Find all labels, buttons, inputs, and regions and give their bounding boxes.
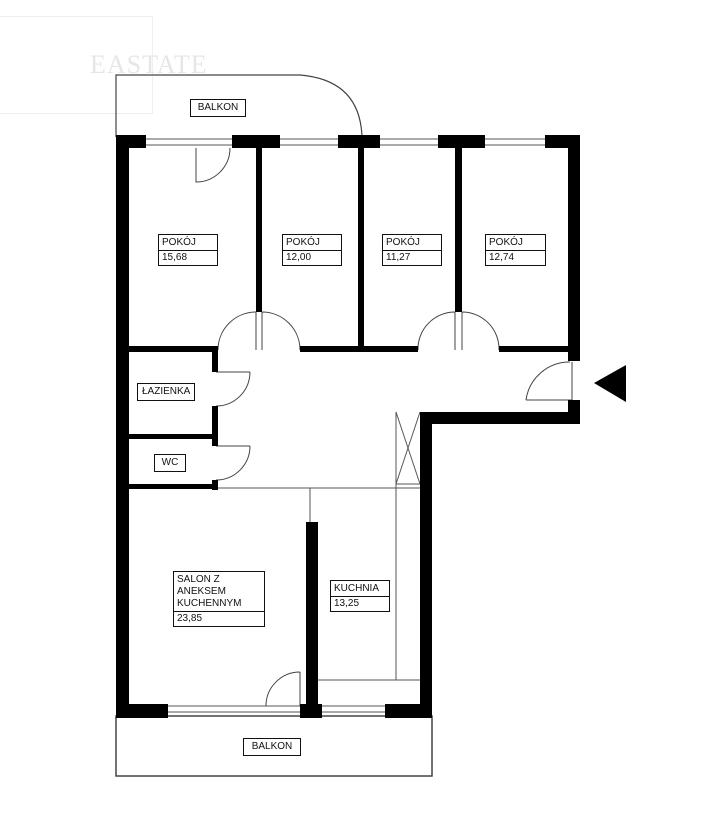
room-area: 15,68 (162, 252, 188, 263)
room-label-lazienka: ŁAZIENKA (137, 383, 196, 401)
top-balcony (115, 74, 363, 138)
room-name: SALON Z ANEKSEM KUCHENNYM (174, 572, 264, 612)
room-label-kuchnia: KUCHNIA 13,25 (330, 580, 390, 612)
room-area: 13,25 (334, 598, 360, 609)
thin-lines (145, 138, 545, 713)
watermark-frame (0, 16, 153, 114)
room-name: KUCHNIA (331, 581, 389, 597)
room-name: WC (161, 457, 179, 468)
walls (116, 135, 580, 718)
door-swings (195, 147, 573, 707)
room-label-pokoj-3: POKÓJ 11,27 (382, 234, 442, 266)
room-label-pokoj-4: POKÓJ 12,74 (485, 234, 546, 266)
room-area: 12,00 (286, 252, 312, 263)
balcony-label-top: BALKON (190, 99, 246, 117)
room-area: 12,74 (489, 252, 515, 263)
room-name: ŁAZIENKA (142, 386, 191, 397)
triangle-left-icon (594, 365, 626, 402)
room-name: POKÓJ (383, 235, 441, 251)
watermark: EASTATE (90, 50, 208, 79)
room-name: POKÓJ (486, 235, 545, 251)
balcony-name: BALKON (251, 741, 293, 752)
room-area: 11,27 (386, 252, 411, 263)
room-name: POKÓJ (159, 235, 217, 251)
room-label-pokoj-2: POKÓJ 12,00 (282, 234, 342, 266)
room-name: POKÓJ (283, 235, 341, 251)
room-label-pokoj-1: POKÓJ 15,68 (158, 234, 218, 266)
room-area: 23,85 (177, 613, 203, 624)
balcony-name: BALKON (197, 102, 239, 113)
room-label-wc: WC (154, 454, 186, 472)
bottom-balcony (115, 715, 433, 777)
room-label-salon: SALON Z ANEKSEM KUCHENNYM 23,85 (173, 571, 265, 627)
balcony-label-bottom: BALKON (243, 738, 301, 756)
